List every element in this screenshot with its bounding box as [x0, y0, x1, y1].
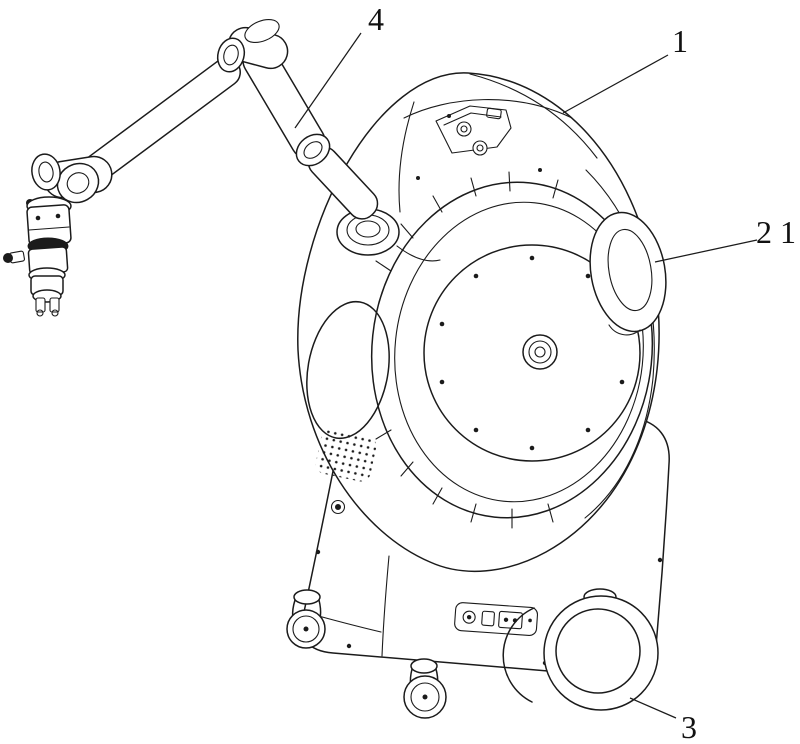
- top-control-panel: [435, 105, 512, 156]
- panel-socket: [498, 610, 523, 630]
- main-wheel: [543, 588, 659, 711]
- top-slot: [486, 107, 502, 120]
- leader-line-4: [294, 32, 362, 129]
- ref-label-3: 3: [681, 709, 697, 744]
- rear-wheel-arc: [502, 607, 535, 703]
- ref-label-4: 4: [368, 1, 384, 37]
- caster-front-middle: [403, 658, 447, 719]
- robot-arm: [3, 18, 379, 317]
- speaker-port: [330, 499, 346, 515]
- arm-mount-funnel: [336, 208, 400, 256]
- elbow-joint: [216, 18, 289, 73]
- side-connector: [3, 250, 25, 264]
- ref-label-21: 21: [756, 214, 800, 250]
- top-button-2: [472, 140, 488, 156]
- top-button-1: [456, 121, 472, 137]
- reference-labels: 4 1 21 3: [294, 1, 800, 744]
- panel-round-button: [462, 610, 476, 624]
- arm-mid-joint: [295, 133, 331, 167]
- base-control-panel: [454, 602, 539, 636]
- handle-cutout: [589, 211, 667, 336]
- disc-hub: [522, 334, 558, 370]
- body-shell: [297, 72, 660, 573]
- ref-label-1: 1: [672, 23, 688, 59]
- leader-line-3: [629, 697, 677, 719]
- leader-line-1: [562, 54, 669, 114]
- shell-disc: [370, 181, 654, 519]
- rim-ticks: [375, 171, 559, 529]
- leader-line-21: [654, 239, 758, 263]
- caster-front-left: [286, 589, 326, 649]
- panel-switch: [481, 610, 495, 627]
- vent-grille: [315, 428, 377, 482]
- gripper: [35, 297, 60, 317]
- wrist-assembly: [3, 153, 113, 317]
